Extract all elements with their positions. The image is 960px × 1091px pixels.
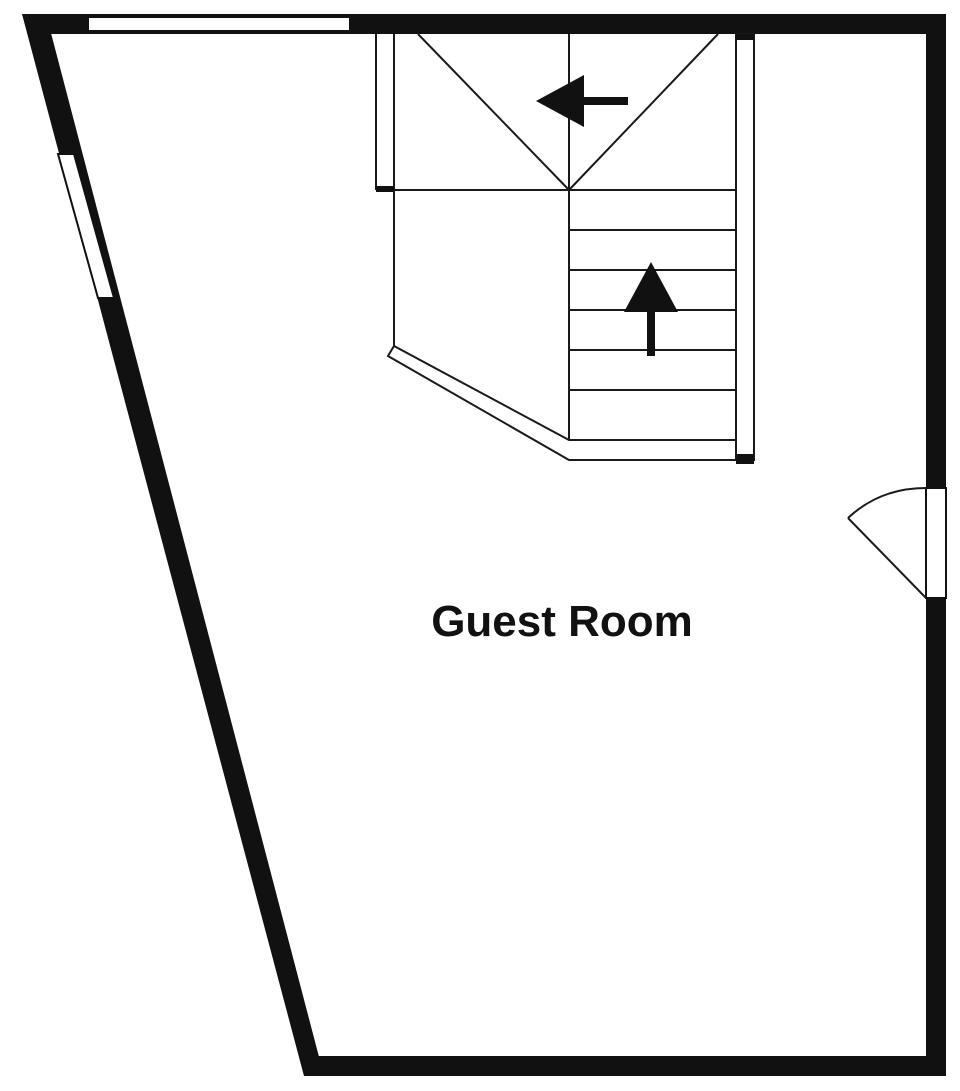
winder-diag-right xyxy=(568,33,719,191)
stair-rail-bottom xyxy=(386,344,737,461)
door xyxy=(847,487,947,599)
door-swing-icon xyxy=(847,487,927,599)
bottom-wall xyxy=(304,1056,946,1076)
outer-walls xyxy=(22,14,946,1076)
winder-diag-left xyxy=(417,33,570,191)
room-label: Guest Room xyxy=(431,597,693,646)
arrow-left-icon xyxy=(536,75,628,127)
windows xyxy=(56,16,351,299)
top-window xyxy=(87,16,351,32)
door-opening xyxy=(925,487,947,599)
arrow-up-icon xyxy=(624,262,678,356)
stair-rail-cap-left xyxy=(376,186,394,192)
left-window xyxy=(56,153,116,299)
stair-rail-cap-bottom xyxy=(736,454,754,464)
stair-rail-right xyxy=(735,33,755,461)
stair-rail-cap-top xyxy=(736,34,754,40)
